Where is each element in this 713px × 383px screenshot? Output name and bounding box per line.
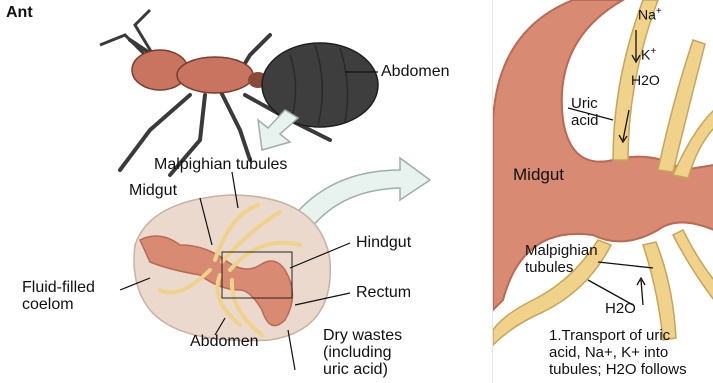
ant-excretion-panel: Ant Abdomen Malpighian tubules Midgut Hi… <box>0 0 487 383</box>
label-acid: acid <box>571 113 599 128</box>
label-uric: Uric <box>571 96 598 111</box>
zoom-arrow <box>258 110 298 150</box>
label-fluid-filled: Fluid-filled <box>22 279 95 296</box>
label-step-line2: acid, Na+, K+ into <box>549 345 668 360</box>
label-abdomen-top: Abdomen <box>381 63 450 80</box>
label-abdomen-bottom: Abdomen <box>190 333 259 350</box>
tubule-illustration <box>493 0 713 383</box>
label-coelom: coelom <box>22 296 74 313</box>
label-midgut: Midgut <box>129 182 177 199</box>
label-tubules-detail: tubules <box>525 260 573 275</box>
label-hindgut: Hindgut <box>356 234 411 251</box>
label-malpighian-detail: Malpighian <box>525 243 598 258</box>
label-including: (including <box>323 344 391 361</box>
label-k: K+ <box>641 46 656 63</box>
ant-illustration <box>0 0 487 383</box>
label-uric-acid: uric acid) <box>323 361 388 378</box>
label-na: Na+ <box>638 6 662 23</box>
upper-tubules <box>613 0 713 178</box>
malpighian-detail-panel: Na+ K+ H2O Uric acid Midgut Malpighian t… <box>492 0 713 383</box>
label-h2o-bottom: H2O <box>605 300 636 317</box>
label-malpighian-tubules: Malpighian tubules <box>154 156 287 173</box>
label-midgut-detail: Midgut <box>513 166 564 183</box>
label-h2o-top: H2O <box>631 72 660 88</box>
panel-title: Ant <box>6 4 33 21</box>
label-step-line3: tubules; H2O follows <box>549 362 687 377</box>
label-rectum: Rectum <box>356 284 411 301</box>
label-dry-wastes: Dry wastes <box>323 327 402 344</box>
label-step-line1: 1.Transport of uric <box>549 328 670 343</box>
ant-thorax <box>177 57 253 93</box>
